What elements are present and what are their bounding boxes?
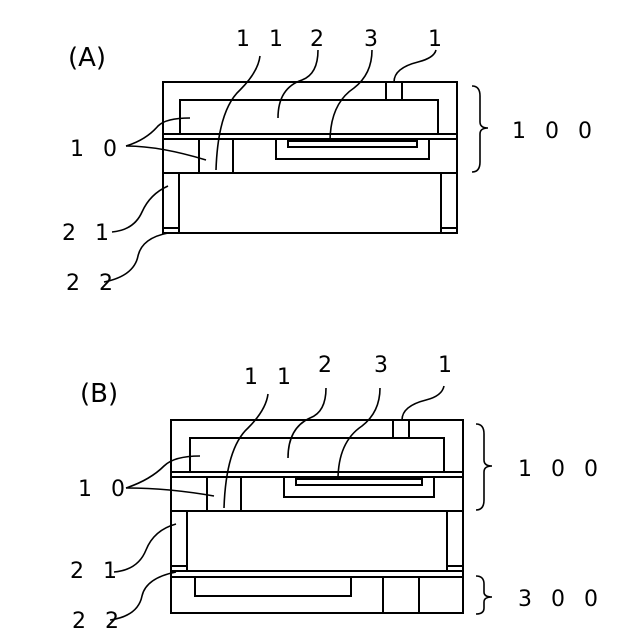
b-label-22: 2 2 — [72, 609, 125, 634]
b-upper-body — [171, 420, 463, 472]
b-substrate-hole — [383, 577, 419, 613]
b-leader-1 — [402, 386, 444, 420]
b-element-3 — [296, 479, 422, 485]
b-substrate-recess — [195, 577, 351, 596]
b-label-300: 3 0 0 — [518, 587, 604, 612]
b-leader-11 — [224, 394, 268, 508]
b-spacer-21-inner — [187, 511, 447, 571]
a-label-22: 2 2 — [66, 271, 119, 296]
b-brace-100 — [476, 424, 492, 510]
a-label-100: 1 0 0 — [512, 119, 598, 144]
a-leader-21 — [112, 186, 168, 232]
panel-a: (A) 1 1 1 2 3 — [62, 27, 598, 296]
a-spacer-21-inner — [179, 173, 441, 233]
a-cavity-2 — [180, 100, 438, 134]
panel-a-letter: (A) — [68, 43, 106, 73]
a-upper-body — [163, 82, 457, 134]
b-brace-300 — [476, 576, 492, 614]
a-spacer-21-right — [441, 173, 457, 228]
a-label-10: 1 0 — [70, 137, 123, 162]
a-brace-100 — [472, 86, 488, 172]
a-leader-3 — [330, 50, 372, 142]
a-element-3 — [288, 141, 417, 147]
b-spacer-21-left — [171, 511, 187, 566]
panel-b-letter: (B) — [80, 379, 118, 409]
b-label-11: 1 1 — [244, 365, 297, 390]
b-leader-3 — [338, 388, 380, 480]
b-label-1: 1 — [438, 353, 458, 378]
panel-b: (B) 1 1 1 — [70, 353, 604, 634]
b-label-10: 1 0 — [78, 477, 131, 502]
a-leader-1 — [394, 50, 436, 82]
b-label-100: 1 0 0 — [518, 457, 604, 482]
a-lower-body — [163, 139, 457, 173]
a-bond-22-left — [163, 228, 179, 233]
b-lower-body — [171, 477, 463, 511]
a-bond-22-right — [441, 228, 457, 233]
a-spacer-21-left — [163, 173, 179, 228]
b-label-3: 3 — [374, 353, 394, 378]
a-label-11: 1 1 — [236, 27, 289, 52]
a-element-1 — [386, 82, 402, 100]
a-label-3: 3 — [364, 27, 384, 52]
b-label-2: 2 — [318, 353, 338, 378]
b-leader-21 — [114, 524, 176, 572]
b-element-1 — [393, 420, 409, 438]
a-label-21: 2 1 — [62, 221, 115, 246]
b-spacer-21-right — [447, 511, 463, 566]
a-label-2: 2 — [310, 27, 330, 52]
b-leader-2 — [288, 388, 326, 458]
a-leader-11 — [216, 56, 260, 170]
a-leader-10b — [126, 146, 206, 160]
a-label-1: 1 — [428, 27, 448, 52]
a-leader-2 — [278, 50, 318, 118]
b-label-21: 2 1 — [70, 559, 123, 584]
